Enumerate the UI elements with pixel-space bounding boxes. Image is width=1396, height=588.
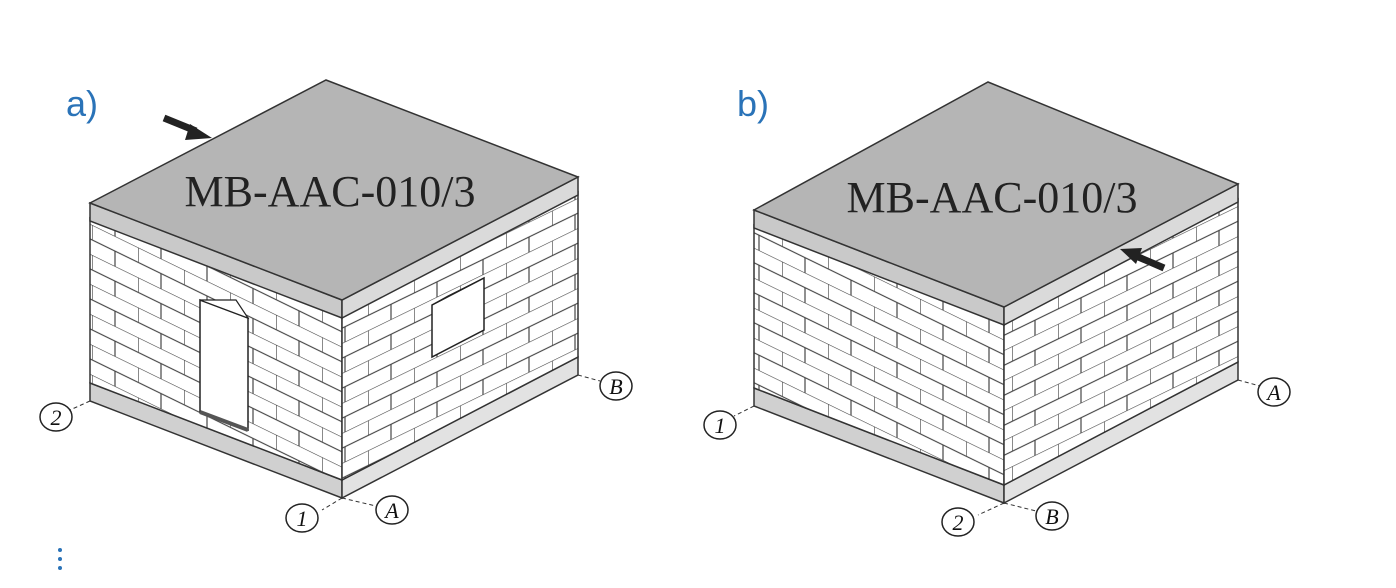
axis-marker-A-b: A	[1257, 377, 1291, 407]
door-jamb	[199, 299, 250, 320]
panel-a-label: a)	[66, 83, 99, 124]
roof-label-b: MB-AAC-010/3	[847, 173, 1138, 222]
panel-b-label: b)	[737, 83, 770, 124]
more-dots-icon[interactable]	[58, 548, 64, 575]
svg-text:1: 1	[297, 506, 308, 531]
roof-label-a: MB-AAC-010/3	[185, 167, 476, 216]
svg-text:A: A	[1265, 380, 1281, 405]
axis-marker-2-a: 2	[39, 402, 73, 432]
svg-text:A: A	[383, 498, 399, 523]
roof-top-a	[88, 79, 580, 301]
door-opening	[199, 298, 249, 432]
building-b: MB-AAC-010/3 1 2 B A	[703, 81, 1291, 537]
svg-text:B: B	[609, 374, 622, 399]
building-a: MB-AAC-010/3 2 1 A B	[39, 79, 633, 533]
axis-marker-1-a: 1	[285, 503, 319, 533]
axis-marker-B-b: B	[1035, 501, 1069, 531]
svg-text:2: 2	[953, 510, 964, 535]
axis-marker-B-a: B	[599, 371, 633, 401]
axis-marker-2-b: 2	[941, 507, 975, 537]
arrow-icon	[162, 114, 212, 140]
window-reveal	[431, 277, 485, 306]
roof-top-b	[752, 81, 1240, 308]
axis-marker-1-b: 1	[703, 410, 737, 440]
svg-text:2: 2	[51, 405, 62, 430]
svg-text:B: B	[1045, 504, 1058, 529]
svg-text:1: 1	[715, 413, 726, 438]
axis-marker-A-a: A	[375, 495, 409, 525]
arrow-icon	[1120, 248, 1166, 272]
